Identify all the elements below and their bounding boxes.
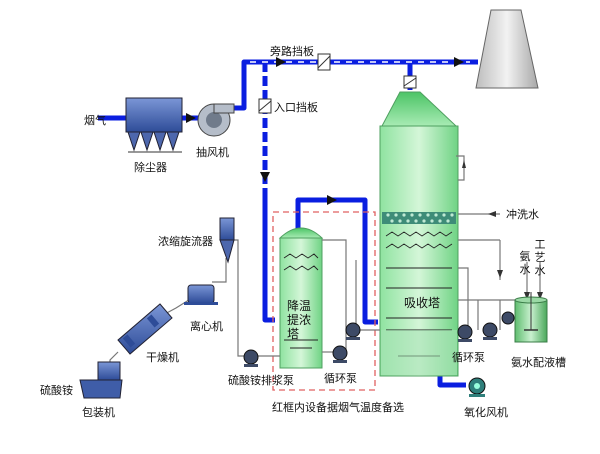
ammonium-sulfate-label: 硫酸铵 bbox=[40, 384, 73, 397]
dust-collector bbox=[125, 97, 183, 153]
process-water-label: 工艺水 bbox=[534, 238, 546, 277]
mid-pump bbox=[345, 322, 361, 340]
ammonia-tank-label: 氨水配液槽 bbox=[511, 356, 566, 369]
absorber-label: 吸收塔 bbox=[404, 296, 441, 310]
ammonia-pump bbox=[501, 311, 515, 325]
cooling-concentrating-tower bbox=[278, 227, 324, 369]
bypass-damper-label: 旁路挡板 bbox=[270, 45, 314, 58]
centrifuge-label: 离心机 bbox=[190, 320, 223, 333]
right-circulating-pump-label: 循环泵 bbox=[452, 351, 485, 364]
discharge-pump-label: 硫酸铵排浆泵 bbox=[228, 374, 294, 387]
right-circulating-pump-2 bbox=[482, 322, 498, 340]
flue-gas-label: 烟气 bbox=[84, 114, 106, 127]
wash-water-label: 冲洗水 bbox=[506, 208, 539, 221]
left-circulating-pump bbox=[332, 345, 348, 363]
optional-equipment-box bbox=[272, 211, 376, 391]
discharge-pump bbox=[243, 349, 259, 367]
dryer bbox=[117, 303, 173, 355]
right-circulating-pump-1 bbox=[457, 324, 473, 342]
chimney bbox=[475, 9, 539, 89]
cyclone-label: 浓缩旋流器 bbox=[158, 235, 213, 248]
stack-damper bbox=[403, 75, 417, 89]
left-circulating-pump-label: 循环泵 bbox=[324, 372, 357, 385]
inlet-damper bbox=[258, 98, 272, 114]
inlet-damper-label: 入口挡板 bbox=[274, 101, 318, 114]
red-box-note: 红框内设备据烟气温度备选 bbox=[272, 401, 404, 414]
cooling-tower-label: 降温提浓塔 bbox=[287, 299, 312, 341]
packing-machine-label: 包装机 bbox=[82, 406, 115, 419]
oxidation-fan-label: 氧化风机 bbox=[464, 406, 508, 419]
induced-fan-label: 抽风机 bbox=[196, 146, 229, 159]
dust-collector-label: 除尘器 bbox=[134, 161, 167, 174]
dryer-label: 干燥机 bbox=[146, 351, 179, 364]
ammonia-mixing-tank bbox=[514, 292, 548, 343]
ammonia-water-label: 氨水 bbox=[519, 250, 531, 276]
absorber-tower bbox=[379, 91, 459, 377]
bypass-damper bbox=[317, 53, 331, 71]
concentrating-cyclone bbox=[219, 217, 235, 264]
induced-fan bbox=[197, 103, 235, 137]
oxidation-fan bbox=[468, 377, 486, 397]
pipe-arrows bbox=[462, 160, 543, 300]
centrifuge bbox=[184, 284, 218, 305]
packing-machine bbox=[79, 361, 123, 399]
